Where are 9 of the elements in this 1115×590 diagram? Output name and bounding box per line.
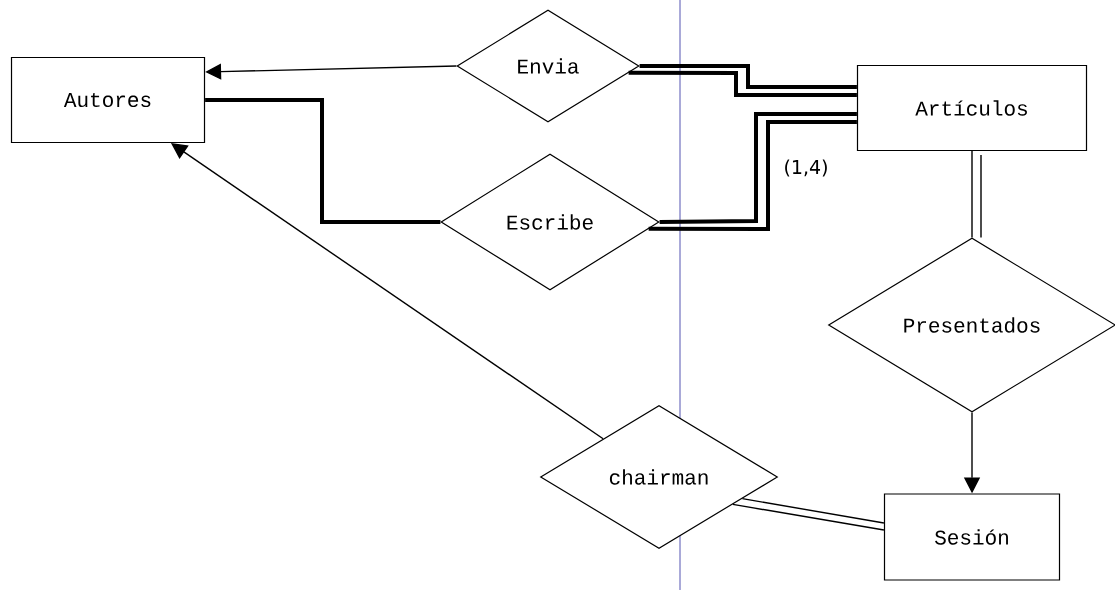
entity-box: Sesión	[883, 493, 1061, 581]
entity-box: Artículos	[856, 64, 1088, 152]
connector-line	[626, 64, 859, 97]
connector-line	[205, 98, 441, 224]
connector-line	[971, 150, 982, 239]
entity-box: Autores	[10, 56, 206, 144]
edge-label: (1,4)	[782, 158, 830, 178]
connector-line	[732, 497, 885, 531]
connector-line	[646, 112, 859, 231]
